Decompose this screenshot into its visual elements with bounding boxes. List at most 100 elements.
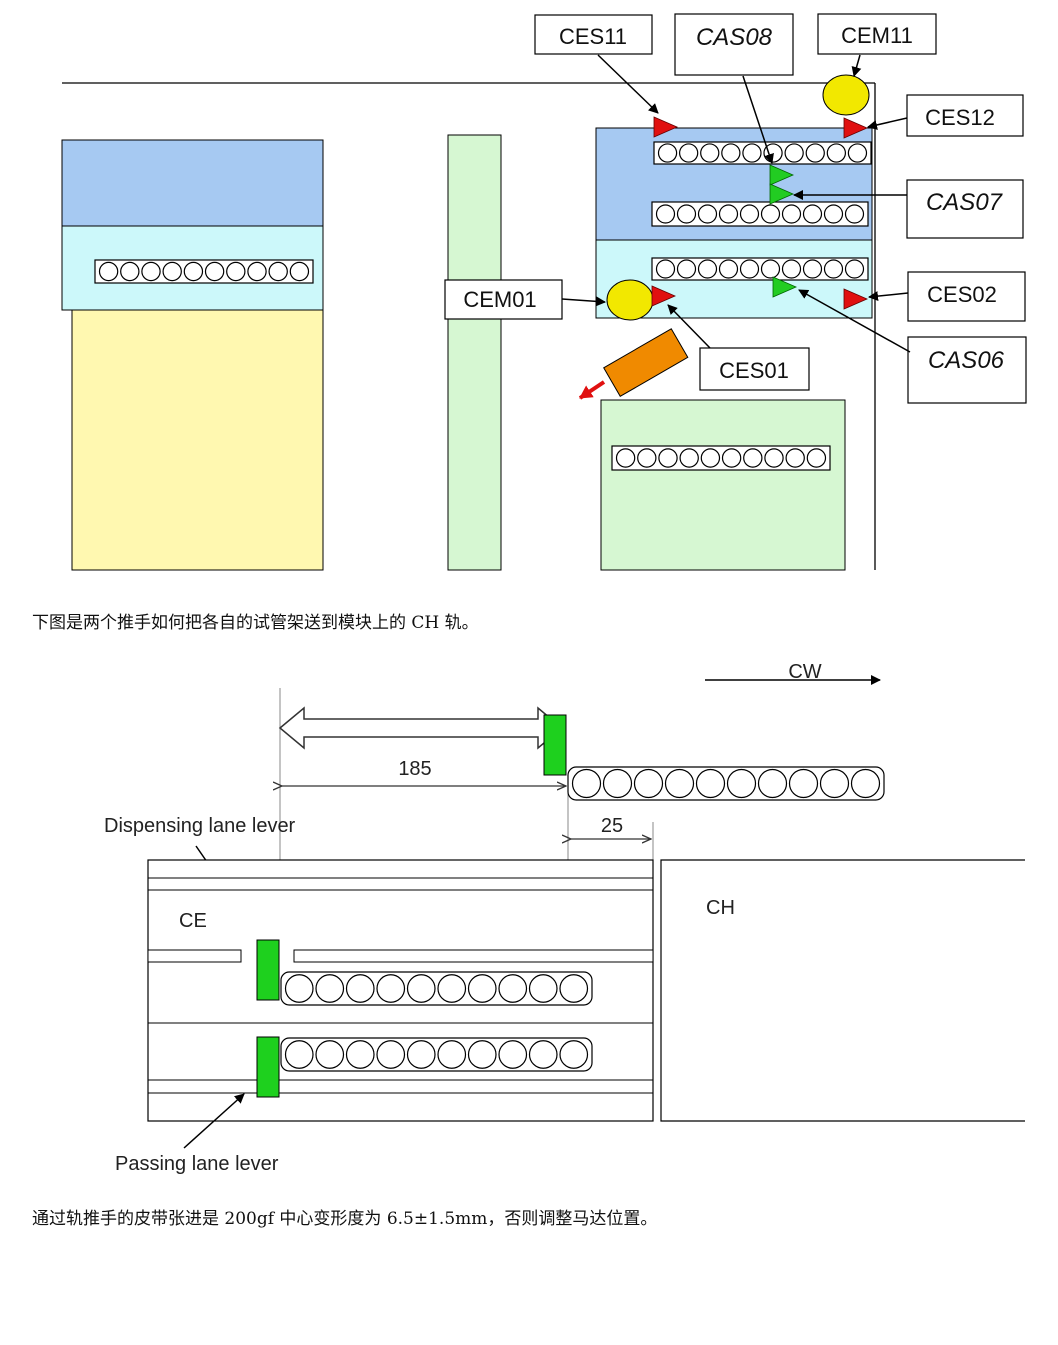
label-cas07: CAS07 <box>926 189 1004 216</box>
tube-slot <box>726 768 757 799</box>
tube-slot <box>819 768 850 799</box>
tube-slot <box>120 261 140 282</box>
ce-label: CE <box>179 910 207 932</box>
label-box-cem11 <box>817 13 937 55</box>
leader-ces02 <box>868 291 909 302</box>
dispensing-lane-lever <box>256 939 280 1001</box>
tube-slot <box>679 143 699 163</box>
tube-slot <box>718 259 739 279</box>
tube-slot <box>633 768 664 799</box>
tube-slot <box>802 259 823 279</box>
label-box-ces02 <box>907 271 1026 322</box>
push-direction-arrow <box>578 380 606 400</box>
paragraph-belt-tension: 通过轨推手的皮带张进是 200gf 中心变形度为 6.5±1.5mm，否则调整马… <box>32 1209 658 1229</box>
tube-slot <box>844 259 865 279</box>
tube-rack-ch <box>567 766 885 801</box>
tube-slot <box>788 768 819 799</box>
middle-green-column <box>447 134 502 571</box>
tube-slot <box>162 261 182 282</box>
label-box-cas07 <box>906 179 1024 239</box>
label-ces02: CES02 <box>927 282 997 307</box>
tube-slot <box>528 974 558 1003</box>
passing-leader <box>183 1093 245 1149</box>
dimension-25-label: 25 <box>601 815 623 837</box>
tube-slot <box>700 143 720 163</box>
ch-label: CH <box>706 897 735 919</box>
tube-slot <box>805 143 825 163</box>
dispensing-lane-lever-label: Dispensing lane lever <box>104 815 296 837</box>
leader-ces11 <box>597 54 659 114</box>
tube-slot <box>437 974 467 1003</box>
sensor-ces02 <box>843 288 869 310</box>
tube-slot <box>98 261 119 282</box>
tube-slot <box>718 204 739 224</box>
leader-cem11 <box>851 54 862 77</box>
tube-slot <box>559 1040 589 1069</box>
tube-slot <box>437 1040 467 1069</box>
tube-slot <box>739 259 760 279</box>
tube-slot <box>664 768 695 799</box>
tube-slot <box>376 1040 406 1069</box>
tube-slot <box>721 143 741 163</box>
label-box-cas06 <box>907 336 1027 404</box>
motor-cem01 <box>606 279 654 321</box>
ch-lane-diagram: CW 185 25 Dispensing lane lever CE <box>104 661 1025 1175</box>
left-blue-zone <box>61 139 324 227</box>
label-cas06: CAS06 <box>928 347 1005 374</box>
label-ces11: CES11 <box>559 24 627 49</box>
tube-slot <box>376 974 406 1003</box>
tube-slot <box>204 261 225 282</box>
pusher-lever-top <box>543 714 567 776</box>
tube-slot <box>679 448 699 468</box>
dimension-185-label: 185 <box>398 758 431 780</box>
ch-module-frame <box>660 859 1025 1122</box>
sensor-ces01 <box>651 285 677 307</box>
tube-slot <box>655 259 676 279</box>
leader-cas08 <box>742 75 774 164</box>
tube-slot <box>406 1040 436 1069</box>
tube-slot <box>637 448 657 468</box>
label-box-ces01 <box>699 347 810 391</box>
tube-slot <box>676 259 697 279</box>
label-ces12: CES12 <box>925 105 995 130</box>
tube-slot <box>764 448 784 468</box>
sensor-ces11 <box>653 116 679 138</box>
tube-slot <box>757 768 788 799</box>
leader-ces01 <box>667 304 711 349</box>
left-yellow-zone <box>71 309 324 571</box>
tube-slot <box>742 143 762 163</box>
tube-slot <box>315 1040 345 1069</box>
travel-double-arrow <box>278 706 564 750</box>
label-box-cas08 <box>674 13 794 76</box>
tube-slot <box>655 204 676 224</box>
label-ces01: CES01 <box>719 358 789 383</box>
tube-slot <box>806 448 827 468</box>
sensor-cas07 <box>769 183 795 205</box>
tube-rack-middle <box>651 201 869 227</box>
tube-slot <box>289 261 310 282</box>
tube-slot <box>802 204 823 224</box>
tube-slot <box>183 261 204 282</box>
tube-slot <box>781 259 802 279</box>
tube-rack-left <box>94 259 314 284</box>
ce-slot-left <box>147 949 242 963</box>
tube-slot <box>268 261 288 282</box>
tube-slot <box>850 768 881 799</box>
tube-slot <box>498 1040 528 1069</box>
tube-slot <box>823 259 844 279</box>
tube-rack-passing-lane <box>280 1037 593 1072</box>
tube-slot <box>784 143 804 163</box>
tube-slot <box>700 448 721 468</box>
tube-slot <box>739 204 760 224</box>
bottom-green-zone <box>600 399 846 571</box>
tube-rack-dispensing-lane <box>280 971 593 1006</box>
tube-slot <box>721 448 742 468</box>
tube-slot <box>760 259 781 279</box>
tube-slot <box>345 1040 375 1069</box>
ce-slot-right <box>293 949 654 963</box>
tube-slot <box>676 204 697 224</box>
cw-label: CW <box>788 661 821 683</box>
sensor-cas06 <box>772 276 798 298</box>
tube-slot <box>823 204 844 224</box>
